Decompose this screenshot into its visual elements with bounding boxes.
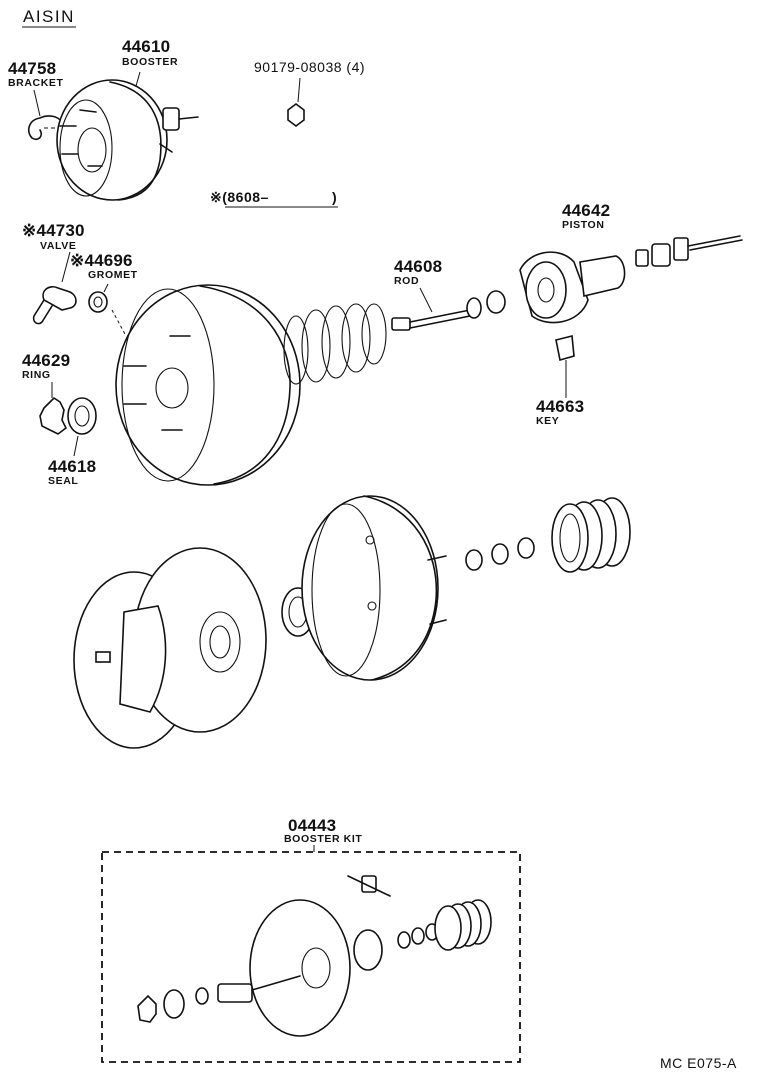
part-name-booster: BOOSTER bbox=[122, 56, 179, 68]
part-number-ring: 44629 bbox=[22, 351, 71, 370]
booster-assembly-small bbox=[27, 71, 199, 201]
part-name-booster-kit: BOOSTER KIT bbox=[284, 833, 363, 845]
part-number-key: 44663 bbox=[536, 397, 585, 416]
variant-note-close: ) bbox=[332, 189, 338, 205]
part-number-bracket: 44758 bbox=[8, 59, 57, 78]
booster-shell-main bbox=[115, 284, 301, 486]
part-number-valve: ※44730 bbox=[22, 221, 85, 240]
part-number-gromet: ※44696 bbox=[70, 251, 133, 270]
boot-bellows bbox=[551, 497, 631, 573]
diagram-code: MC E075-A bbox=[660, 1055, 737, 1071]
front-shell-assembly bbox=[73, 547, 267, 749]
piston-part bbox=[519, 235, 743, 398]
part-number-seal: 44618 bbox=[48, 457, 97, 476]
part-number-rod: 44608 bbox=[394, 257, 443, 276]
push-rod bbox=[391, 287, 506, 331]
part-number-nut: 90179-08038 (4) bbox=[254, 59, 366, 75]
part-number-piston: 44642 bbox=[562, 201, 611, 220]
poppet-washers bbox=[465, 537, 535, 571]
brand-name: AISIN bbox=[23, 7, 75, 26]
valve-grommet bbox=[32, 251, 127, 337]
part-name-piston: PISTON bbox=[562, 219, 605, 231]
return-spring bbox=[283, 303, 387, 385]
part-number-booster-kit: 04443 bbox=[288, 816, 337, 835]
part-name-rod: ROD bbox=[394, 275, 420, 287]
ring-seal bbox=[39, 382, 97, 457]
part-number-booster: 44610 bbox=[122, 37, 171, 56]
part-name-seal: SEAL bbox=[48, 475, 79, 487]
rear-shell bbox=[301, 495, 447, 681]
part-name-valve: VALVE bbox=[40, 240, 77, 252]
booster-kit-box bbox=[101, 845, 521, 1063]
variant-note: ※(8608– bbox=[210, 189, 269, 205]
part-name-bracket: BRACKET bbox=[8, 77, 64, 89]
part-name-gromet: GROMET bbox=[88, 269, 138, 281]
part-name-key: KEY bbox=[536, 415, 560, 427]
part-name-ring: RING bbox=[22, 369, 51, 381]
nut-part bbox=[287, 77, 305, 127]
